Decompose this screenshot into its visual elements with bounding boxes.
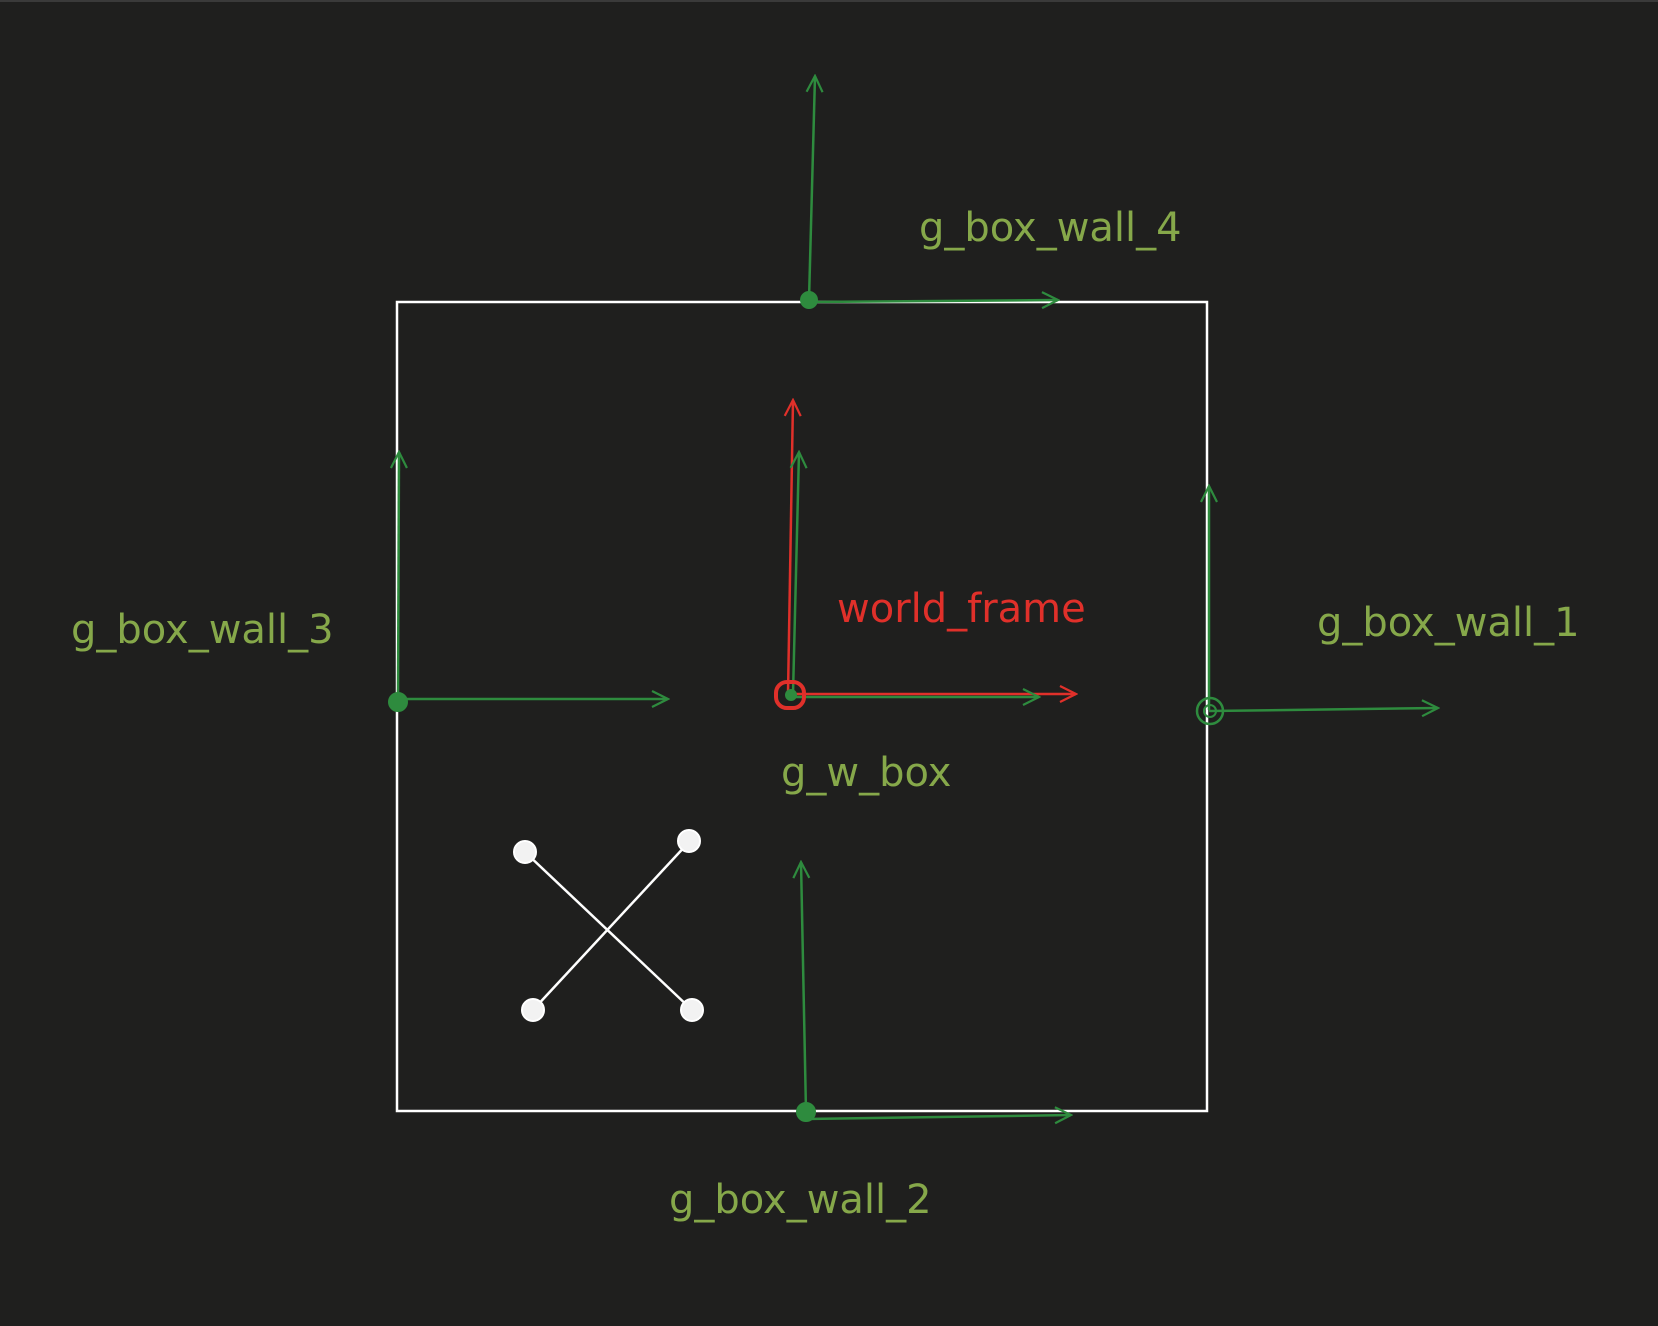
- wall-2-x-axis: [805, 1115, 1071, 1119]
- label-g-box-wall-4: g_box_wall_4: [919, 205, 1182, 251]
- w-box-origin: [785, 689, 797, 701]
- world-y-axis: [788, 400, 793, 695]
- wall-4-x-axis: [808, 300, 1058, 302]
- rotor-top-right: [677, 829, 701, 853]
- rotor-top-left: [513, 840, 537, 864]
- label-g-box-wall-1: g_box_wall_1: [1317, 600, 1580, 646]
- wall-1-origin: [1203, 704, 1217, 718]
- w-box-y-axis: [793, 452, 799, 695]
- label-world-frame: world_frame: [837, 586, 1086, 632]
- label-g-box-wall-3: g_box_wall_3: [71, 607, 334, 653]
- label-g-w-box: g_w_box: [781, 750, 951, 796]
- world-origin: [774, 680, 806, 710]
- frame-g-w-box: [774, 452, 1039, 710]
- rotor-bottom-left: [521, 998, 545, 1022]
- wall-1-origin-ring: [1195, 696, 1225, 726]
- wall-2-y-axis: [801, 862, 806, 1113]
- frame-g-box-wall-3: [388, 452, 668, 712]
- label-g-box-wall-2: g_box_wall_2: [669, 1177, 932, 1223]
- wall-3-y-axis: [398, 452, 399, 703]
- frame-world: [788, 400, 1076, 694]
- wall-1-x-axis: [1208, 708, 1438, 711]
- wall-4-y-axis: [809, 76, 815, 301]
- wall-3-origin: [388, 692, 408, 712]
- wall-4-origin: [800, 291, 818, 309]
- box-walls: [395, 300, 1209, 1113]
- wall-2-origin: [796, 1102, 816, 1122]
- robot-x-icon: [513, 829, 704, 1022]
- frame-g-box-wall-2: [797, 862, 1071, 1121]
- rotor-bottom-right: [680, 998, 704, 1022]
- frame-g-box-wall-4: [800, 76, 1058, 309]
- frame-g-box-wall-1: [1195, 486, 1438, 726]
